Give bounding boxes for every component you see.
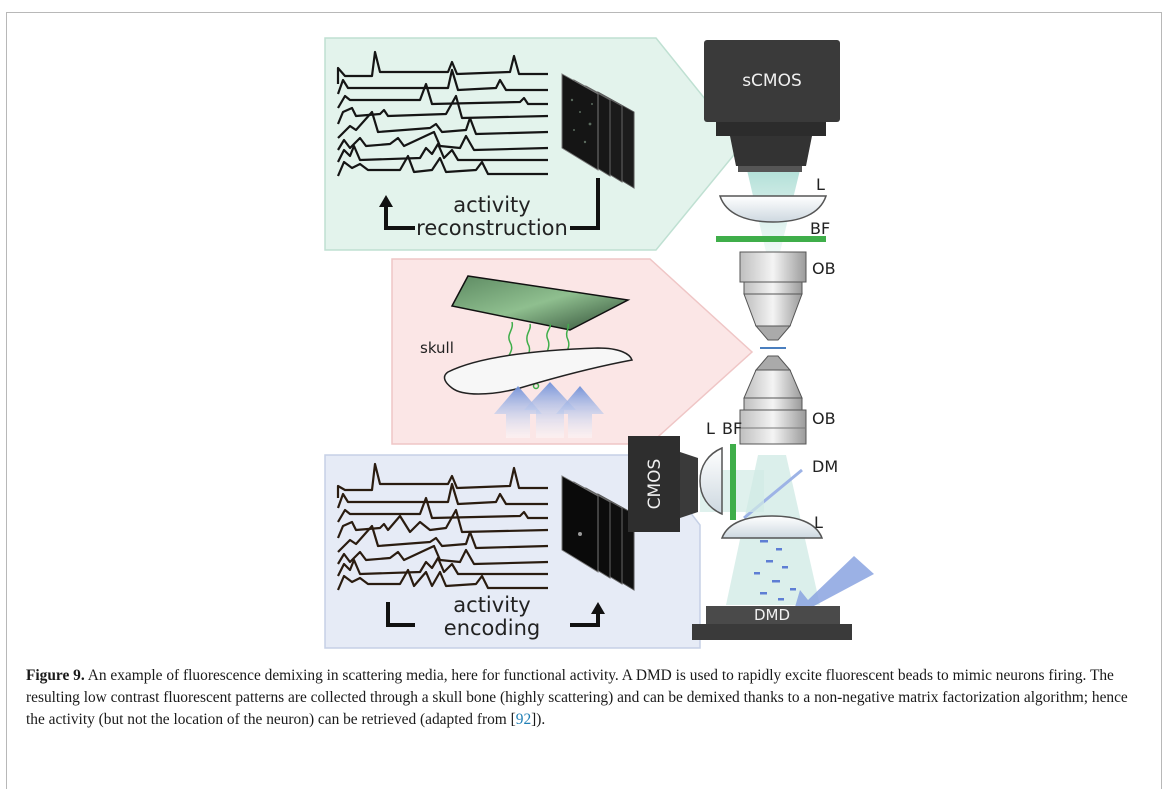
reconstruction-arrowhead xyxy=(379,195,393,207)
figure-diagram: activity reconstruction skull xyxy=(324,37,874,649)
encoding-arrowhead xyxy=(591,602,605,614)
caption-text-end: ]). xyxy=(531,711,546,728)
reconstruction-arrow xyxy=(384,178,600,230)
scmos-camera xyxy=(704,40,840,172)
skull-bone xyxy=(443,347,633,395)
encoding-label-line1: activity xyxy=(453,593,530,617)
bottom-lens-label: L xyxy=(814,513,823,532)
caption-label: Figure 9. xyxy=(26,667,85,684)
encoding-traces xyxy=(336,462,549,591)
top-barrier-filter xyxy=(716,236,826,242)
dmd-label: DMD xyxy=(754,606,790,624)
side-barrier-filter xyxy=(730,444,736,520)
top-lens-label: L xyxy=(816,175,825,194)
top-lens xyxy=(718,195,828,223)
bottom-lens xyxy=(720,515,824,539)
cmos-label: CMOS xyxy=(645,459,665,510)
reconstruction-panel xyxy=(324,37,743,251)
dmd-patterns xyxy=(754,540,796,601)
excitation-arrows xyxy=(494,382,604,438)
bottom-ob-label: OB xyxy=(812,409,836,428)
encoding-arrow xyxy=(386,602,600,627)
reconstruction-label-line2: reconstruction xyxy=(416,216,568,240)
reconstruction-image-stack xyxy=(561,73,635,189)
caption-text: An example of fluorescence demixing in s… xyxy=(26,667,1128,728)
skull-label: skull xyxy=(420,339,454,357)
bottom-objective xyxy=(739,355,807,445)
cmos-camera xyxy=(628,436,698,532)
figure-caption: Figure 9. An example of fluorescence dem… xyxy=(26,665,1142,731)
side-bf-label: BF xyxy=(722,419,742,438)
side-lens xyxy=(699,446,723,516)
side-lens-label: L xyxy=(706,419,715,438)
top-objective xyxy=(739,251,807,341)
encoding-label-line2: encoding xyxy=(444,616,540,640)
encoding-image-stack xyxy=(561,475,635,591)
top-bf-label: BF xyxy=(810,219,830,238)
figure-frame xyxy=(6,12,1162,789)
top-ob-label: OB xyxy=(812,259,836,278)
dm-label: DM xyxy=(812,457,838,476)
fluorescence-sheet xyxy=(450,275,631,331)
reconstruction-label-line1: activity xyxy=(453,193,530,217)
dmd-device xyxy=(692,606,852,640)
scmos-label: sCMOS xyxy=(742,71,802,91)
citation-link[interactable]: 92 xyxy=(515,711,532,728)
reconstruction-traces xyxy=(336,50,549,177)
